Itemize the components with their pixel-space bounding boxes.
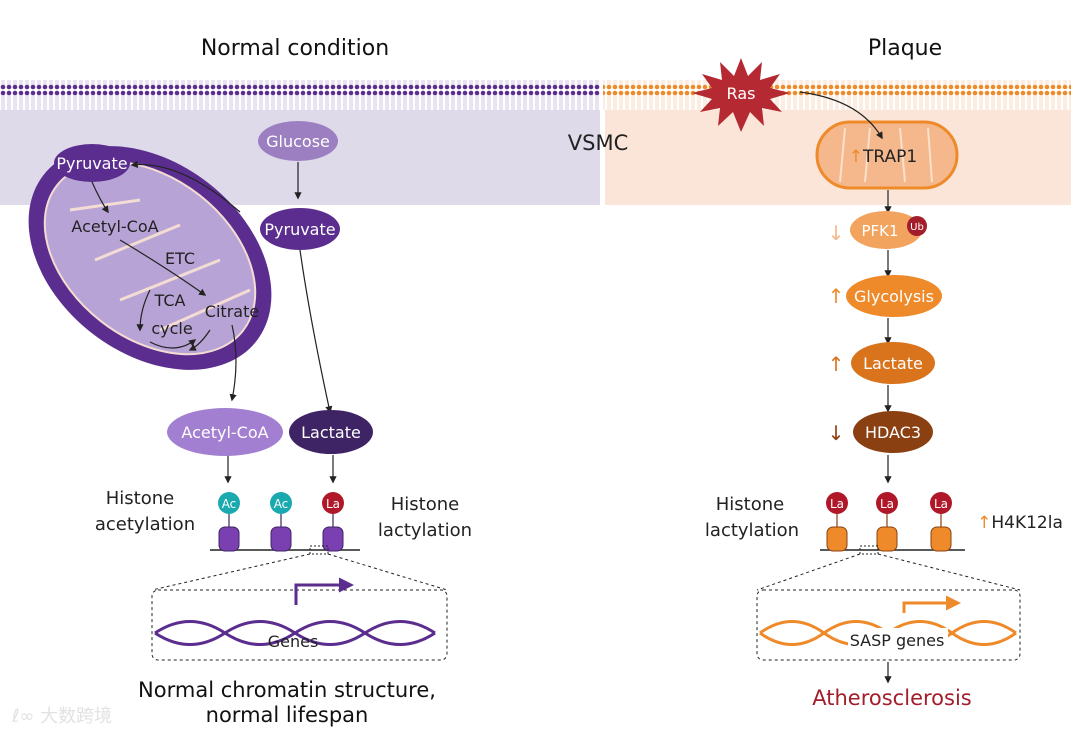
transcription-arrow [902, 595, 961, 613]
transcription-arrow [294, 577, 354, 605]
lactyl-mark [322, 492, 344, 514]
tca-label: TCA [154, 291, 186, 310]
histone-lactylation-label-1: Histone [391, 494, 459, 515]
ac-mark-label-1: Ac [222, 497, 237, 511]
histone-acetylation-label-2: acetylation [95, 514, 195, 535]
lactate-label-left: Lactate [301, 423, 361, 442]
la-mark-label-r2: La [880, 497, 894, 511]
la-mark-label-r1: La [830, 497, 844, 511]
up-arrow-icon: ↑ [977, 513, 991, 533]
atherosclerosis-label: Atherosclerosis [812, 686, 971, 710]
lactate-node-left [289, 410, 373, 454]
ras-star [692, 58, 790, 132]
mito-pyruvate-node [54, 144, 130, 182]
sasp-genes-label: SASP genes [850, 631, 945, 650]
down-arrow-icon: ↓ [828, 221, 845, 245]
mito-pyruvate-label: Pyruvate [56, 154, 127, 173]
cycle-label: cycle [151, 319, 192, 338]
mito-acetyl-coa-label: Acetyl-CoA [71, 217, 158, 236]
acetyl-coa-label: Acetyl-CoA [181, 423, 268, 442]
ras-label: Ras [727, 84, 756, 103]
trap1-label: ↑TRAP1 [849, 147, 917, 167]
pyruvate-label: Pyruvate [264, 220, 335, 239]
pfk1-node [850, 211, 922, 249]
trap1-text: TRAP1 [862, 147, 917, 167]
lactyl-mark [876, 492, 898, 514]
pfk1-label: PFK1 [861, 222, 898, 240]
glycolysis-node [846, 275, 942, 317]
chromatin-plaque [820, 512, 965, 555]
pyruvate-node [260, 208, 340, 250]
watermark-logo: ℓ∞ [11, 706, 40, 727]
histone-lactylation-plaque-1: Histone [716, 494, 784, 515]
acetyl-mark [270, 492, 292, 514]
citrate-label: Citrate [205, 302, 259, 321]
watermark-text: 大数跨境 [40, 706, 112, 727]
up-arrow-icon: ↑ [828, 284, 845, 308]
watermark: ℓ∞ 大数跨境 [11, 706, 112, 727]
gene-zoom-normal [151, 553, 448, 661]
ub-label: Ub [910, 222, 924, 233]
ac-mark-label-2: Ac [274, 497, 289, 511]
genes-label: Genes [268, 632, 319, 651]
sasp-label-bg [848, 628, 948, 650]
cell-membrane-normal [0, 80, 600, 110]
glucose-label: Glucose [266, 132, 330, 151]
mitochondrion-plaque [815, 120, 959, 190]
acetyl-mark [218, 492, 240, 514]
ubiquitin-mark [907, 216, 927, 236]
outcome-normal-1: Normal chromatin structure, [138, 678, 436, 702]
title-plaque: Plaque [868, 36, 942, 61]
histone-lactylation-plaque-2: lactylation [705, 520, 799, 541]
la-mark-label-r3: La [934, 497, 948, 511]
lactyl-mark [930, 492, 952, 514]
cell-membrane-plaque [603, 80, 1071, 110]
etc-label: ETC [165, 249, 195, 268]
down-arrow-icon: ↓ [828, 421, 845, 445]
up-arrow-icon: ↑ [828, 352, 845, 376]
plaque-arrows [799, 91, 892, 684]
h4k12la-text: H4K12la [991, 513, 1063, 533]
glucose-node [258, 121, 338, 161]
mito-arrows [91, 160, 337, 484]
lactate-label-right: Lactate [863, 354, 923, 373]
glycolysis-label: Glycolysis [854, 287, 934, 306]
acetyl-coa-node [167, 408, 283, 456]
title-normal-condition: Normal condition [201, 36, 389, 61]
outcome-normal-2: normal lifespan [206, 703, 369, 727]
la-mark-label-left: La [326, 497, 340, 511]
histone-acetylation-label-1: Histone [106, 488, 174, 509]
hdac3-node [853, 411, 933, 453]
lactyl-mark [826, 492, 848, 514]
up-arrow-icon: ↑ [849, 147, 863, 167]
h4k12la-label: ↑H4K12la [977, 513, 1063, 533]
chromatin-normal [210, 512, 360, 555]
vsmc-label: VSMC [568, 131, 628, 155]
lactate-node-right [851, 342, 935, 384]
histone-lactylation-label-2: lactylation [378, 520, 472, 541]
hdac3-label: HDAC3 [865, 423, 921, 442]
